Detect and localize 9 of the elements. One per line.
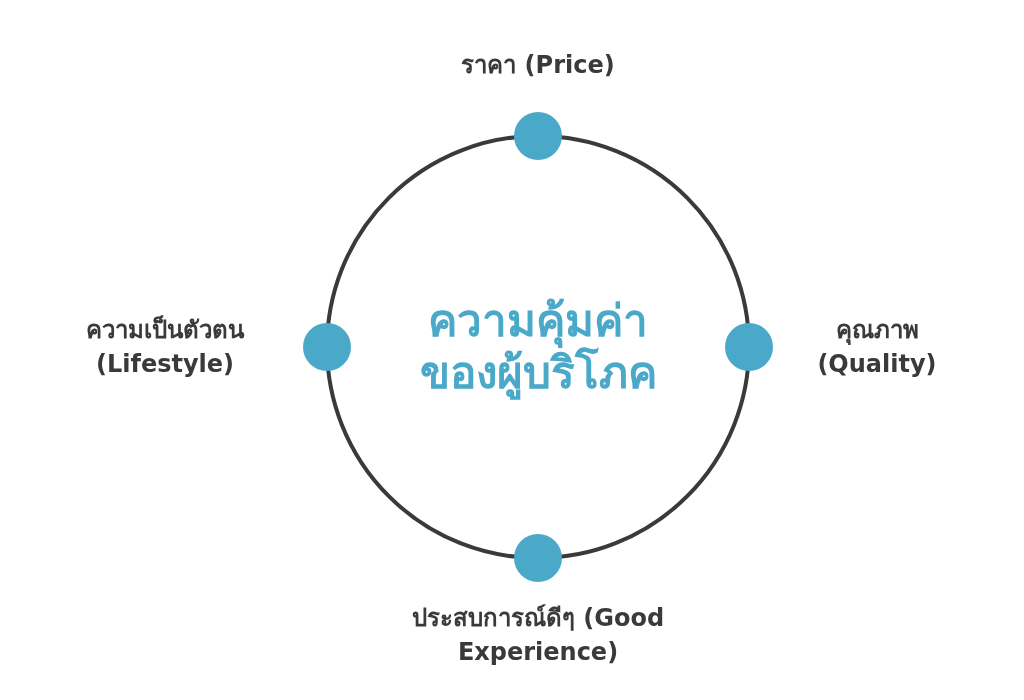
dot	[725, 323, 773, 371]
dot-label: คุณภาพ (Quality)	[816, 315, 938, 380]
dot-label: ประสบการณ์ดีๆ (Good Experience)	[410, 603, 666, 668]
dot	[514, 534, 562, 582]
dot-label: ราคา (Price)	[460, 50, 616, 81]
dot-label: ความเป็นตัวตน (Lifestyle)	[85, 314, 246, 380]
dot	[514, 112, 562, 160]
center-title: ความคุ้มค่าของผู้บริโภค	[418, 295, 658, 399]
dot	[303, 323, 351, 371]
